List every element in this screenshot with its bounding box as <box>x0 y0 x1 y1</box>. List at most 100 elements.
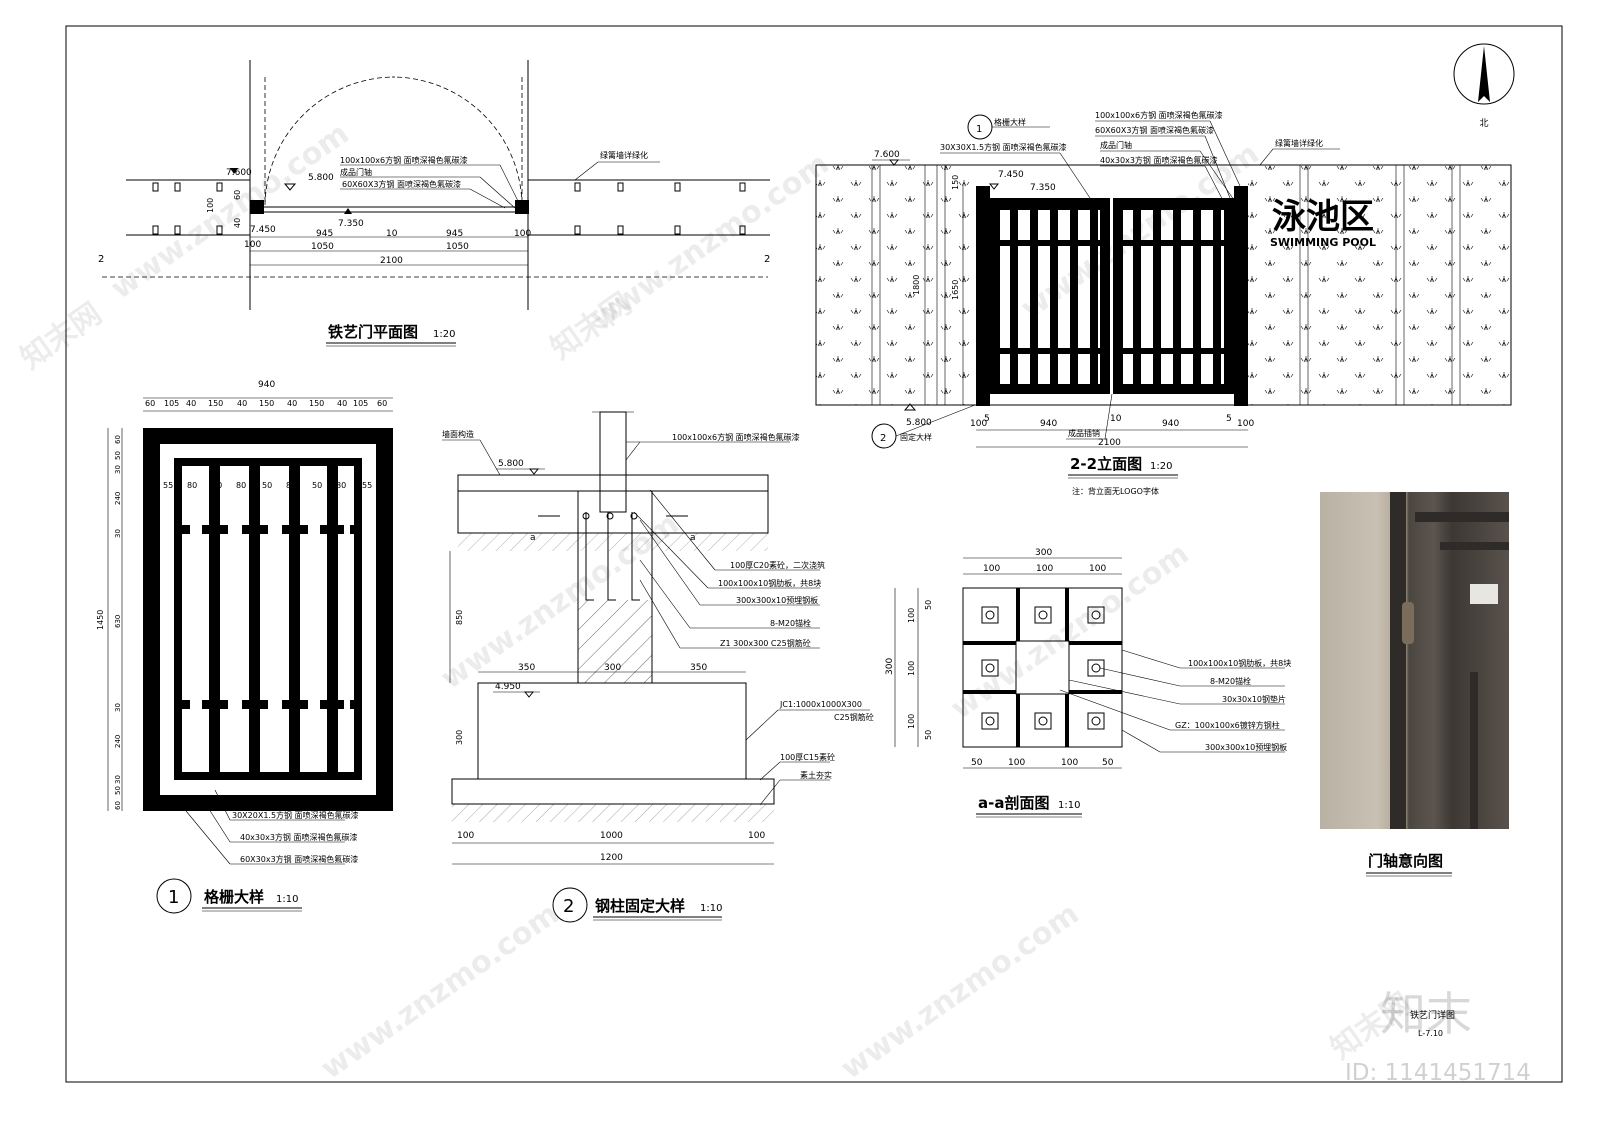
grille-top-dim-11: 60 <box>377 399 387 408</box>
plan-dim-3: 10 <box>386 229 398 239</box>
frame-bar-mid <box>1440 542 1509 550</box>
column-note-8: C25钢筋砼 <box>834 712 874 722</box>
aa-note-4: GZ：100x100x6镀锌方钢柱 <box>1175 720 1280 730</box>
plan-dim-5: 100 <box>514 229 531 239</box>
north-label: 北 <box>1479 118 1488 129</box>
aa-left-dim-2: 100 <box>907 608 916 623</box>
column-note-6: Z1 300x300 C25钢筋砼 <box>720 638 811 648</box>
north-arrow: 北 <box>1453 43 1515 129</box>
column-level-2: 4.950 <box>495 682 521 692</box>
elevation-left-dim-3: 1550 <box>993 300 1002 320</box>
elevation-dim-6: 5 <box>1226 414 1232 424</box>
aa-top-dim-3: 100 <box>1089 564 1106 574</box>
plan-level-4: 7.350 <box>338 219 364 229</box>
sheet-border <box>65 25 1563 1083</box>
plan-dim-1: 100 <box>244 240 261 250</box>
grille-width: 940 <box>258 380 275 390</box>
watermark-id: ID: 1141451714 <box>1345 1060 1531 1086</box>
grille-top-dim-1: 60 <box>145 399 155 408</box>
frame-bar-top <box>1415 512 1509 522</box>
aa-title: a-a剖面图 <box>978 794 1049 812</box>
column-dim-300: 300 <box>455 730 464 745</box>
column-note-1: 100x100x6方钢 面喷深褐色氟碳漆 <box>672 432 800 442</box>
plan-title: 铁艺门平面图 <box>328 323 418 341</box>
aa-top-dim-2: 100 <box>1036 564 1053 574</box>
sheet-title: 铁艺门详图 <box>1410 1009 1455 1021</box>
elevation-level-4: 5.800 <box>906 418 932 428</box>
aa-top-dim-1: 100 <box>983 564 1000 574</box>
grille-inner-dim-8: 80 <box>336 481 346 490</box>
column-level-1: 5.800 <box>498 459 524 469</box>
grille-top-dim-6: 150 <box>259 399 274 408</box>
grille-top-dim-10: 105 <box>353 399 368 408</box>
elevation-note-5: 40x30x3方钢 面喷深褐色氟碳漆 <box>1100 155 1217 165</box>
plan-level-2: 5.800 <box>308 173 334 183</box>
aa-left-total: 300 <box>885 658 895 675</box>
column-bottom-dim-3: 100 <box>748 831 765 841</box>
grille-left-dim-2: 50 <box>114 451 122 460</box>
column-mid-dim-1: 350 <box>518 663 535 673</box>
column-wall-label: 墙面构造 <box>442 429 474 439</box>
aa-note-3: 30x30x10钢垫片 <box>1222 694 1286 704</box>
plan-view: 2 2 7.600 5.800 7.450 7.350 100x100x6方钢 … <box>98 60 770 347</box>
elevation-dim-3: 940 <box>1040 419 1057 429</box>
plan-left-dim-3: 60 <box>233 190 242 200</box>
column-note-2: 100厚C20素砼，二次浇筑 <box>730 560 825 570</box>
grille-inner-dim-4: 80 <box>236 481 246 490</box>
column-note-9: 100厚C15素砼 <box>780 752 835 762</box>
elevation-note-latch: 成品插销 <box>1068 428 1100 438</box>
grille-note-2: 40x30x3方钢 面喷深褐色氟碳漆 <box>240 832 357 842</box>
aa-bottom-dim-4: 50 <box>1102 758 1114 768</box>
grille-top-dim-4: 150 <box>208 399 223 408</box>
grille-scale: 1:10 <box>276 894 298 905</box>
frame-gap <box>1470 584 1498 604</box>
grille-detail: 940 60 105 40 150 40 150 40 150 40 105 6… <box>96 380 393 914</box>
grille-top-dim-9: 40 <box>337 399 347 408</box>
column-detail: a a 5.800 4.950 墙面构造 850 300 350 300 350… <box>442 411 874 923</box>
aa-bottom-dim-3: 100 <box>1061 758 1078 768</box>
column-num: 2 <box>563 896 574 917</box>
plan-level-1: 7.600 <box>226 168 252 178</box>
elevation-dim-2: 5 <box>984 414 990 424</box>
aa-left-dim-5: 50 <box>924 730 933 740</box>
elevation-logo-cn: 泳池区 <box>1272 197 1374 237</box>
grille-inner-dim-7: 50 <box>312 481 322 490</box>
plan-dim-6: 1050 <box>311 242 334 252</box>
grille-inner-dim-5: 50 <box>262 481 272 490</box>
elevation-note-2: 100x100x6方钢 面喷深褐色氟碳漆 <box>1095 110 1223 120</box>
elevation-note-3: 60X60X3方钢 面喷深褐色氟碳漆 <box>1095 125 1214 135</box>
plan-note-3: 60X60X3方钢 面喷深褐色氟碳漆 <box>342 179 461 189</box>
grille-inner-dim-6: 80 <box>286 481 296 490</box>
watermark-url-7: www.znzmo.com <box>835 896 1086 1086</box>
grille-height: 1450 <box>96 610 105 630</box>
hinge-post <box>1390 492 1406 829</box>
grille-left-dim-9: 30 <box>114 775 122 784</box>
plan-dim-7: 1050 <box>446 242 469 252</box>
elevation-view: 泳池区 SWIMMING POOL 1 格栅大样 2 固定大样 30X30X1.… <box>815 110 1512 496</box>
aa-left-dim-4: 100 <box>907 714 916 729</box>
aa-top-total: 300 <box>1035 548 1052 558</box>
column-scale: 1:10 <box>700 903 722 914</box>
elevation-title: 2-2立面图 <box>1070 455 1142 473</box>
elevation-level-3: 7.350 <box>1030 183 1056 193</box>
grille-left-dim-1: 60 <box>114 435 122 444</box>
grille-inner-dim-1: 55 <box>163 481 173 490</box>
plan-note-2: 成品门轴 <box>340 167 372 177</box>
plan-left-dim-1: 100 <box>206 198 215 213</box>
hinge-photo <box>1320 492 1509 829</box>
grille-inner-dim-9: 55 <box>362 481 372 490</box>
grille-note-3: 60X30x3方钢 面喷深褐色氟碳漆 <box>240 854 358 864</box>
elevation-note-grille: 格栅大样 <box>994 117 1026 127</box>
aa-bottom-dim-2: 100 <box>1008 758 1025 768</box>
watermark-cn-1: 知末网 <box>15 296 109 376</box>
grille-top-dim-2: 105 <box>164 399 179 408</box>
grille-left-dim-5: 30 <box>114 465 122 474</box>
grille-left-dim-3: 30 <box>114 529 122 538</box>
column-title: 钢柱固定大样 <box>595 897 685 915</box>
plan-section-mark-left: 2 <box>98 254 104 265</box>
plan-section-mark-right: 2 <box>764 254 770 265</box>
frame-bar-vertical <box>1470 672 1478 829</box>
watermark-cn-2: 知末网 <box>545 286 639 366</box>
column-bottom-total: 1200 <box>600 853 623 863</box>
grille-left-dim-6: 630 <box>114 615 122 628</box>
